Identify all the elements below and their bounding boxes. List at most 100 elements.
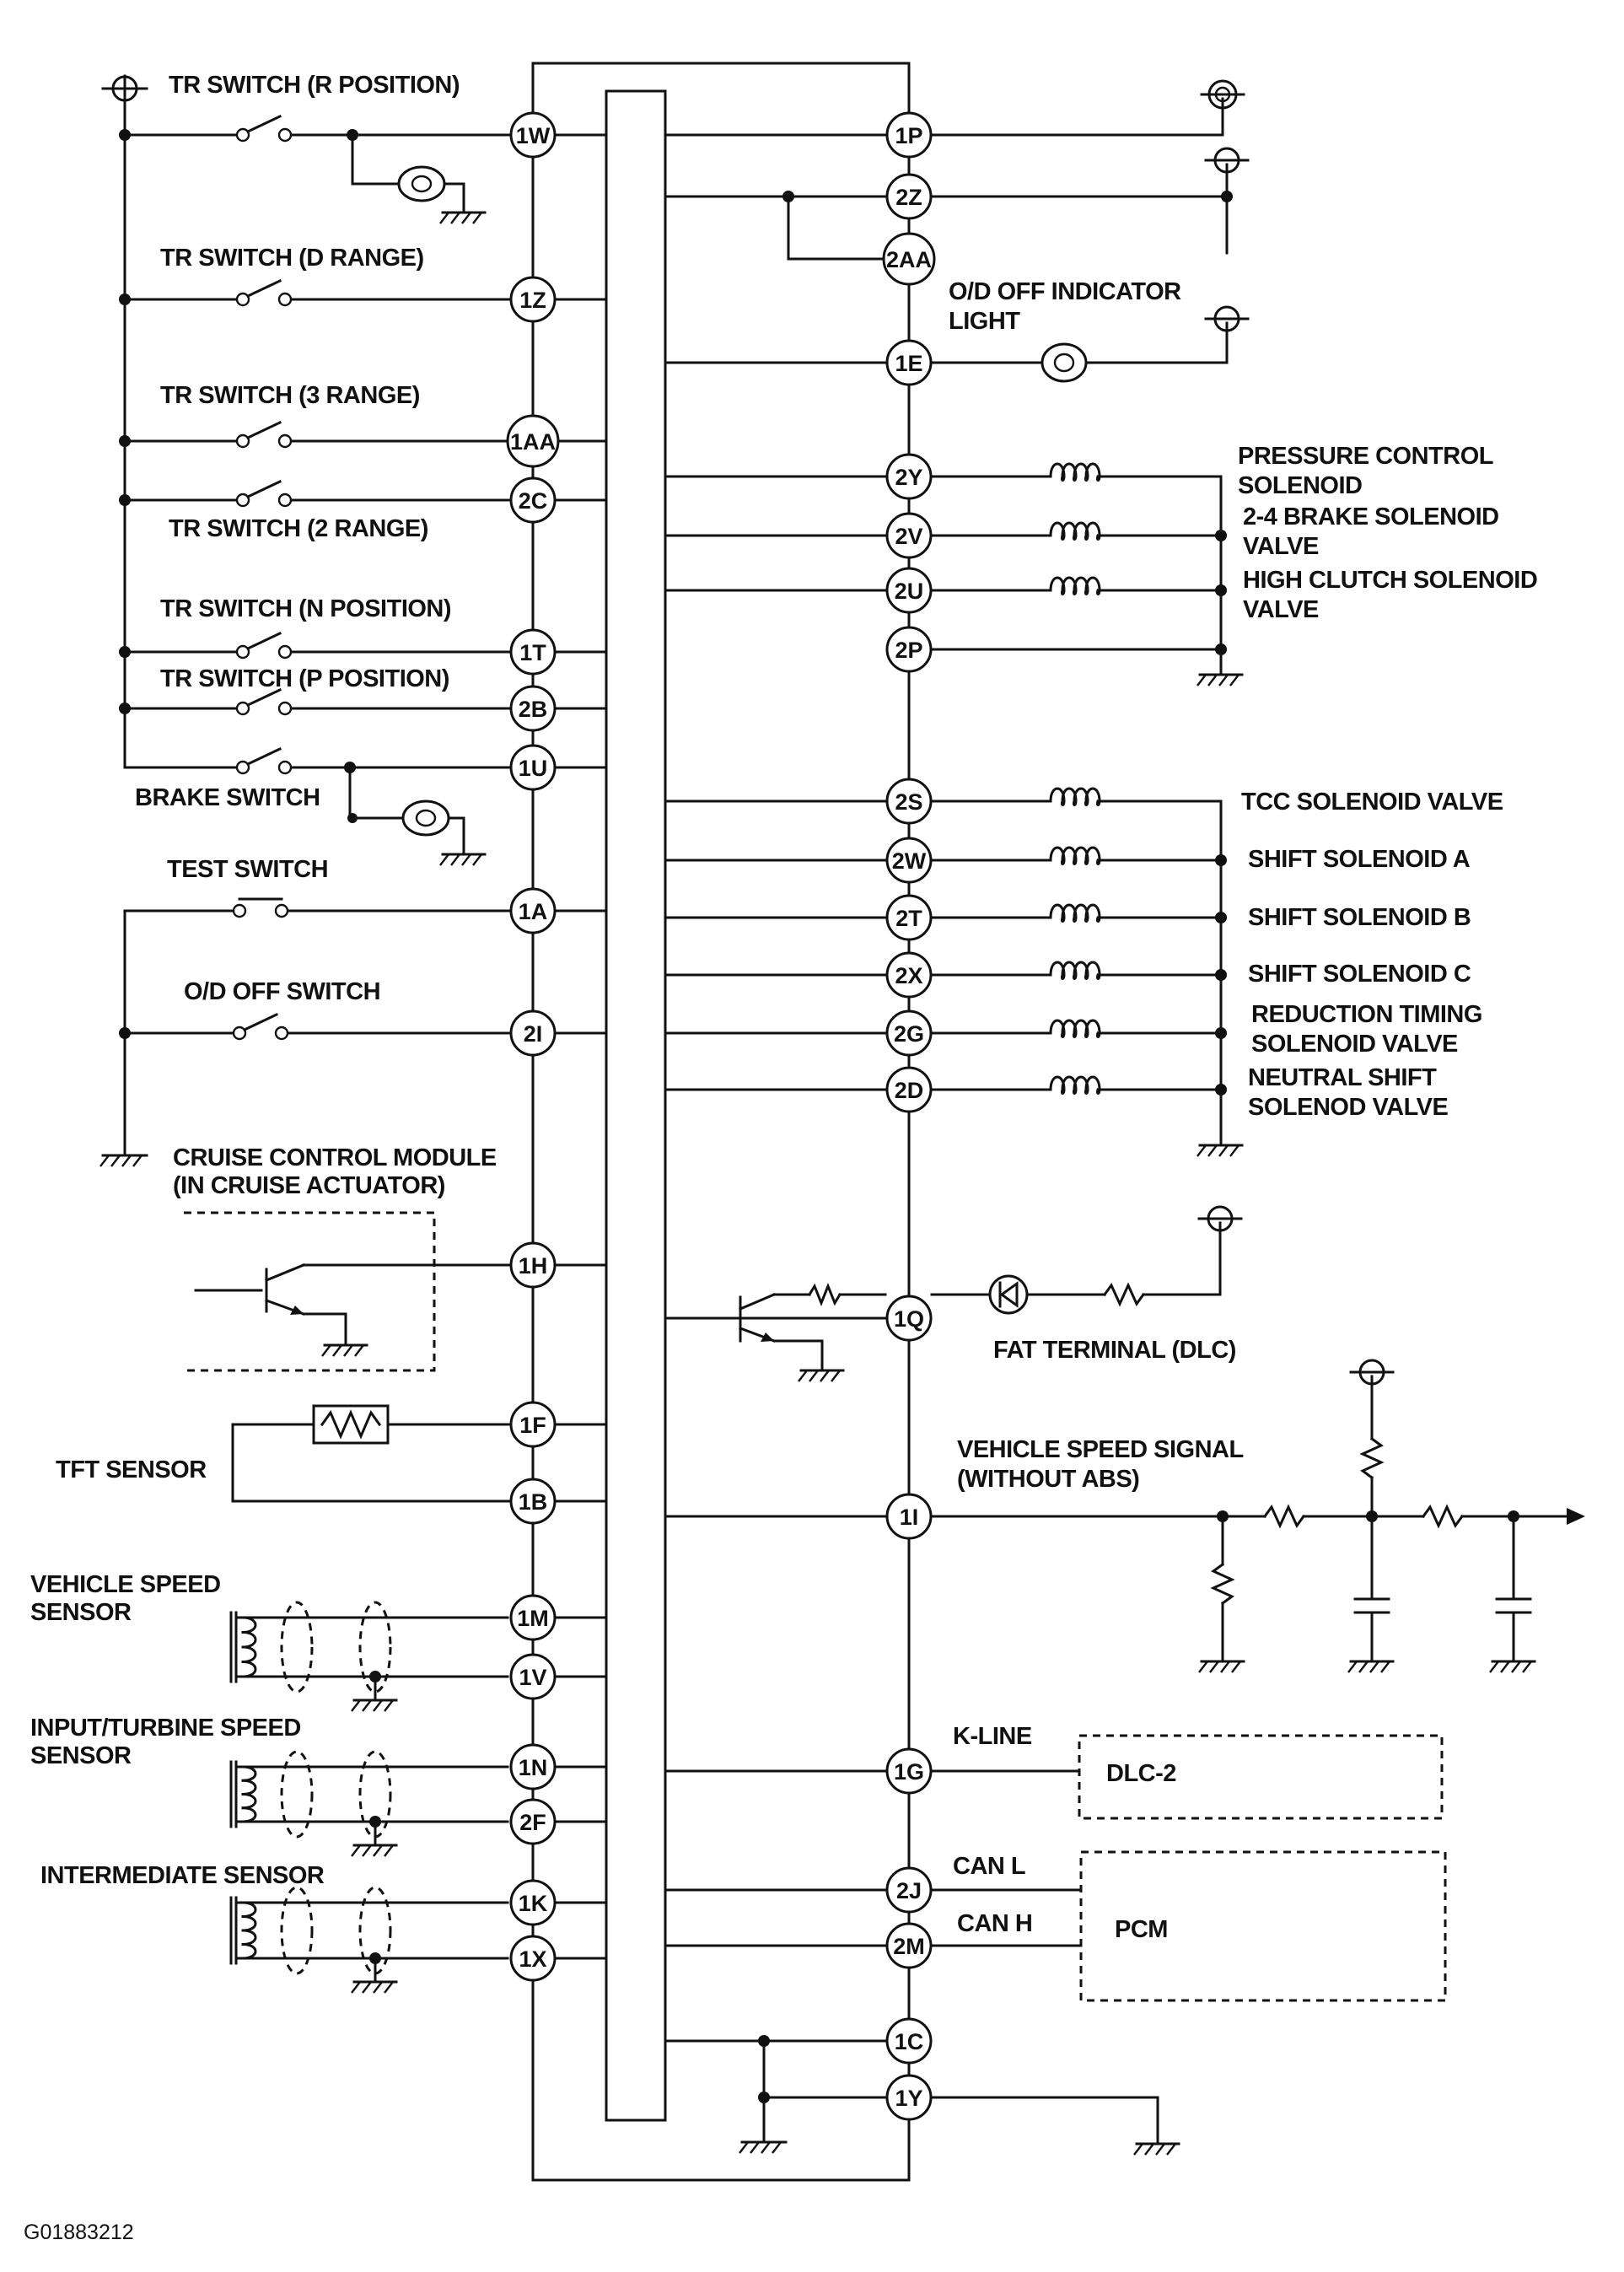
solenoid-coil-icon — [929, 576, 1101, 595]
solenoid-coil-icon — [929, 787, 1101, 806]
od-indicator-label-1: O/D OFF INDICATOR — [949, 278, 1181, 305]
pin-label: 1M — [517, 1606, 549, 1631]
reduction-label-1: REDUCTION TIMING — [1251, 1001, 1482, 1028]
pin-label: 2AA — [886, 247, 932, 272]
tr-switch-p-icon — [235, 688, 293, 716]
tr-switch-2-icon — [235, 480, 293, 508]
shift-a-label: SHIFT SOLENOID A — [1248, 846, 1471, 873]
pcs-label-1: PRESSURE CONTROL — [1238, 443, 1493, 470]
ground-icon — [351, 1699, 398, 1712]
pin-1u: 1U — [509, 744, 557, 791]
pin-label: 1A — [519, 899, 548, 924]
pin-1g: 1G — [885, 1747, 933, 1795]
pin-1n: 1N — [509, 1743, 557, 1790]
pin-label: 2X — [895, 963, 922, 988]
brake24-label-2: VALVE — [1243, 533, 1319, 560]
pin-1x: 1X — [509, 1935, 557, 1982]
pin-1p-power-icon — [930, 79, 1245, 137]
ground-icon — [739, 2140, 788, 2154]
cruise-transistor-icon — [194, 1263, 436, 1357]
pin-2y: 2Y — [885, 453, 933, 500]
pin-label: 1I — [900, 1505, 919, 1530]
vss-label-1: VEHICLE SPEED — [30, 1571, 221, 1598]
tft-sensor-label: TFT SENSOR — [56, 1456, 207, 1483]
pin-label: 2P — [895, 638, 922, 663]
vehicle-speed-sensor — [229, 1601, 509, 1712]
pin-1b: 1B — [509, 1478, 557, 1525]
diode-icon — [988, 1274, 1029, 1315]
pin-buses — [531, 62, 911, 2182]
pin-2i: 2I — [509, 1009, 557, 1057]
pin-1i: 1I — [885, 1493, 933, 1540]
intermediate-sensor — [229, 1886, 509, 1994]
pin-1c: 1C — [885, 2017, 933, 2065]
pin-label: 2Z — [895, 185, 922, 210]
pin-label: 2V — [895, 524, 922, 549]
tcc-label: TCC SOLENOID VALVE — [1241, 789, 1503, 816]
solenoid-coil-icon — [929, 1019, 1101, 1038]
pin-2m: 2M — [885, 1922, 933, 1969]
pin-stubs — [553, 133, 889, 1960]
pin-label: 1U — [519, 756, 548, 781]
r-position-lamp-icon — [397, 165, 446, 202]
pin-label: 2G — [894, 1021, 924, 1047]
tr-3-label: TR SWITCH (3 RANGE) — [160, 382, 420, 409]
test-switch-icon — [232, 897, 289, 918]
pin-label: 1Q — [894, 1306, 924, 1332]
pin-2t: 2T — [885, 894, 933, 941]
pin-label: 1E — [895, 351, 922, 376]
neutral-label-1: NEUTRAL SHIFT — [1248, 1064, 1437, 1091]
pin-label: 1V — [519, 1665, 546, 1690]
brake-switch-label: BRAKE SWITCH — [135, 784, 320, 811]
cruise-label-1: CRUISE CONTROL MODULE — [173, 1144, 497, 1171]
connector-pins: 1W1Z1AA2C1T2B1U1A2I1H1F1B1M1V1N2F1K1X1P2… — [506, 111, 936, 2121]
shield-icon — [280, 1886, 392, 1975]
pin-label: 2F — [519, 1810, 546, 1835]
pin-2x: 2X — [885, 951, 933, 999]
speed-signal-label-2: (WITHOUT ABS) — [957, 1466, 1139, 1493]
input-turbine-speed-sensor — [229, 1750, 509, 1857]
reduction-label-2: SOLENOID VALVE — [1251, 1031, 1458, 1058]
pin-label: 1X — [519, 1946, 546, 1972]
tcm-ground-group — [664, 2035, 1180, 2156]
ground-icon — [439, 853, 487, 866]
pin-2f: 2F — [509, 1798, 557, 1845]
dlc2-group: K-LINE DLC-2 — [930, 1723, 1444, 1820]
kline-label: K-LINE — [953, 1723, 1032, 1750]
brake-switch-icon — [235, 747, 293, 775]
pin-label: 1C — [895, 2029, 924, 2054]
pcm-box — [1079, 1850, 1447, 2002]
pin-1y: 1Y — [885, 2074, 933, 2121]
pin-1z: 1Z — [509, 276, 557, 323]
pin-label: 1Y — [895, 2086, 922, 2111]
pin-1v: 1V — [509, 1653, 557, 1700]
signal-arrow-icon — [1567, 1508, 1585, 1525]
pin-1f: 1F — [509, 1401, 557, 1448]
tr-n-label: TR SWITCH (N POSITION) — [160, 595, 451, 622]
solenoid-coil-icon — [929, 462, 1101, 482]
brake-lamp-icon — [401, 800, 450, 837]
pin-label: 1F — [519, 1413, 546, 1438]
can-h-label: CAN H — [957, 1910, 1032, 1937]
pin-label: 1N — [519, 1755, 548, 1780]
tr-switch-n-icon — [235, 632, 293, 660]
pin-label: 1G — [894, 1759, 924, 1785]
speed-signal-label-1: VEHICLE SPEED SIGNAL — [957, 1436, 1244, 1463]
pin-2z: 2Z — [885, 173, 933, 220]
od-off-switch-label: O/D OFF SWITCH — [184, 978, 380, 1005]
test-switch-label: TEST SWITCH — [167, 856, 328, 883]
vehicle-speed-signal-group: VEHICLE SPEED SIGNAL (WITHOUT ABS) — [930, 1359, 1585, 1673]
tcm-module-body — [605, 89, 667, 2122]
ground-icon — [1489, 1660, 1536, 1673]
pin-1p: 1P — [885, 111, 933, 159]
pin-label: 2M — [893, 1934, 925, 1959]
brake24-label-1: 2-4 BRAKE SOLENOID — [1243, 503, 1499, 530]
solenoid-coil-icon — [929, 846, 1101, 865]
test-od-switch-group: TEST SWITCH O/D OFF SWITCH — [99, 856, 510, 1167]
tr-switch-group: TR SWITCH (R POSITION) TR SWITCH (D RANG… — [101, 72, 510, 866]
ground-icon — [351, 1980, 398, 1994]
pin-2aa: 2AA — [882, 232, 936, 286]
pin-1h: 1H — [509, 1241, 557, 1289]
pin-1e: 1E — [885, 339, 933, 386]
